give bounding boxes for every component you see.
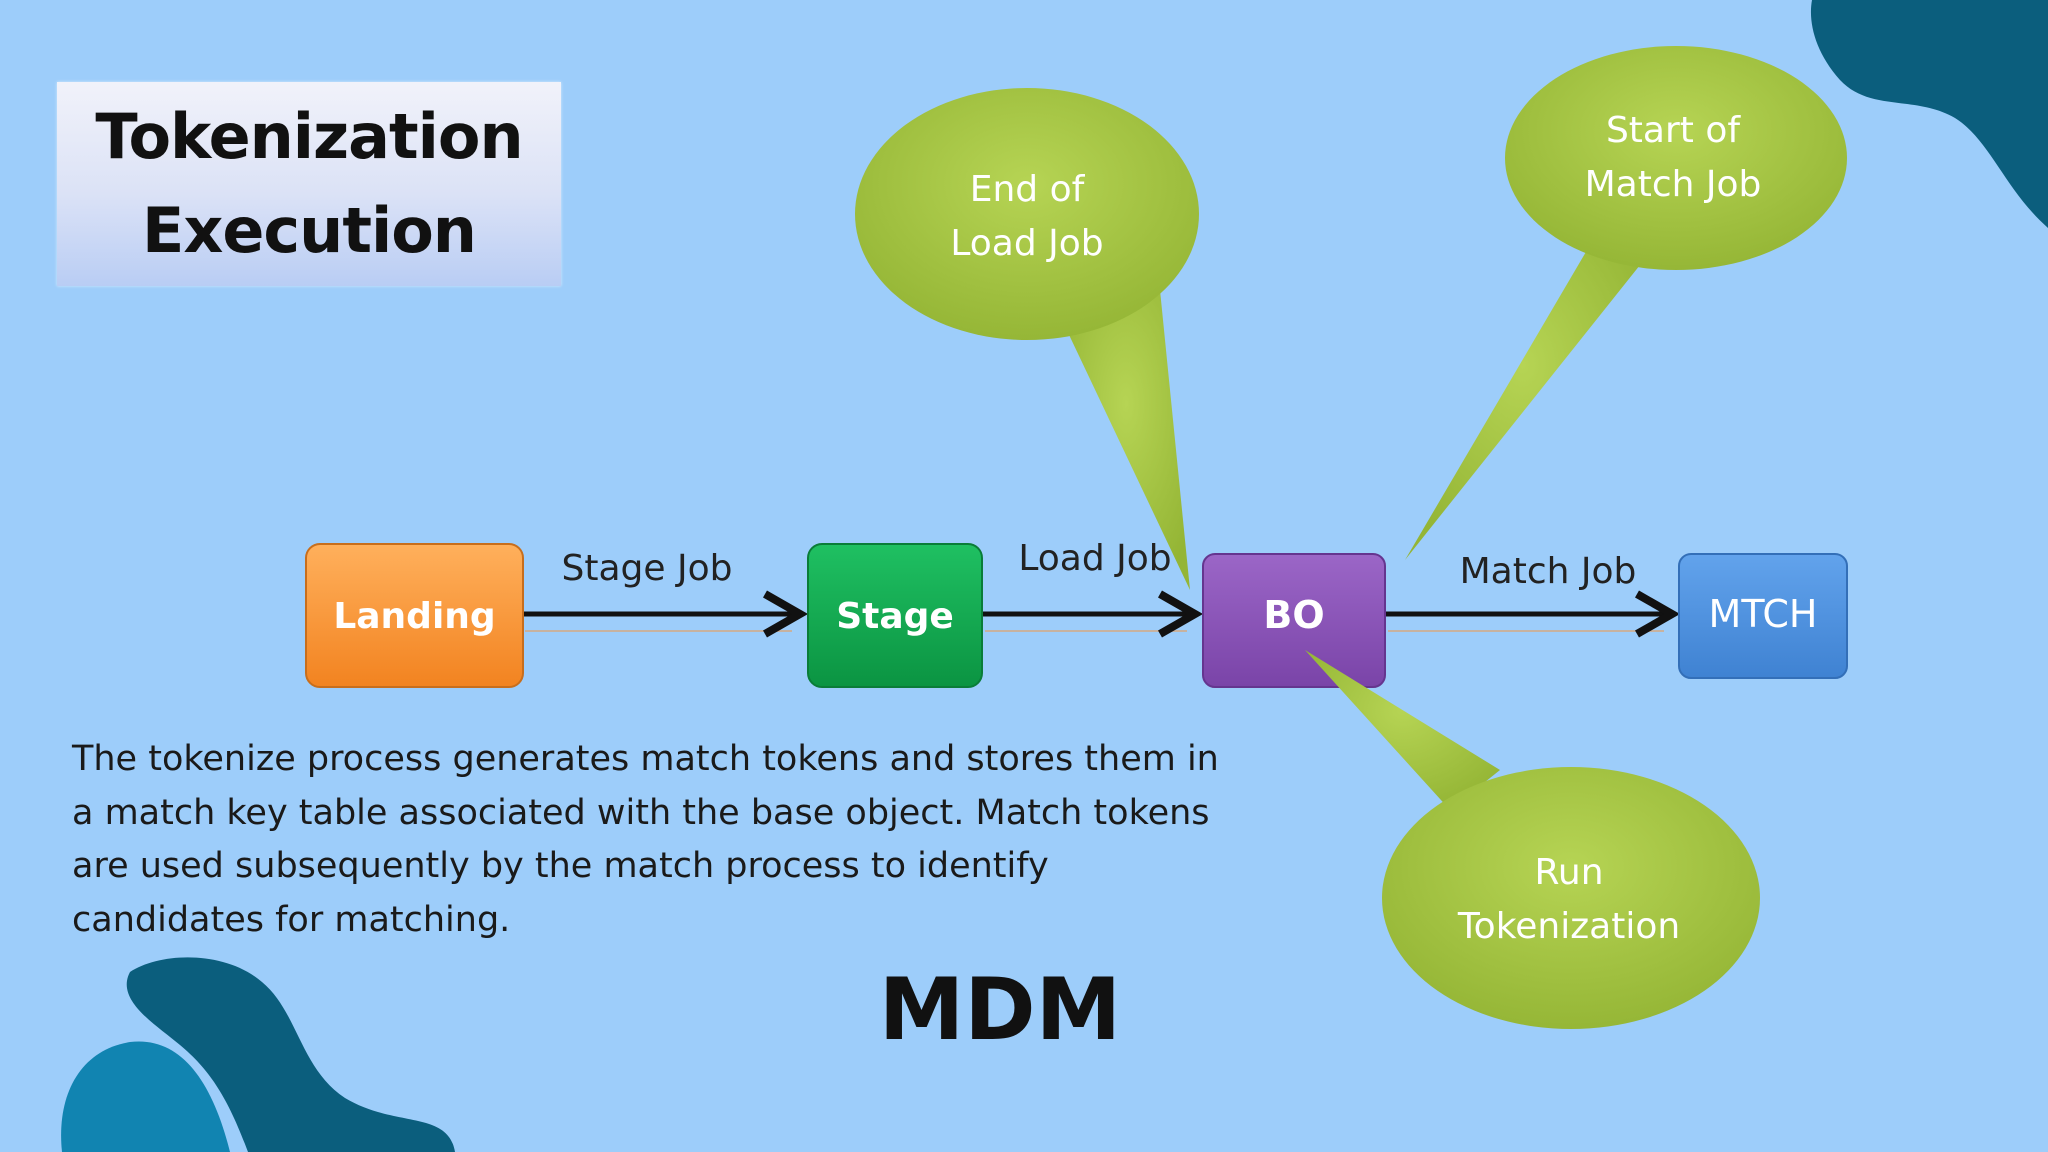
node-bo: BO: [1202, 553, 1386, 688]
node-bo-label: BO: [1263, 593, 1324, 637]
callout-start-of-match-job: Start of Match Job: [1405, 46, 1847, 560]
callout-end-of-load-line1: End of: [970, 169, 1086, 210]
node-stage: Stage: [807, 543, 983, 688]
title-line-1: Tokenization: [95, 100, 523, 173]
callout-run-tokenization-line2: Tokenization: [1457, 906, 1680, 947]
corner-blob-top-right: [1810, 0, 2048, 228]
node-landing: Landing: [305, 543, 524, 688]
callout-end-of-load-line2: Load Job: [950, 223, 1103, 264]
load-job-label: Load Job: [1018, 538, 1171, 579]
node-stage-label: Stage: [836, 596, 954, 637]
corner-blob-bottom-left-dark: [126, 957, 456, 1152]
title-box: Tokenization Execution: [57, 82, 561, 286]
title-line-2: Execution: [142, 194, 477, 267]
description-text: The tokenize process generates match tok…: [72, 739, 1219, 940]
callout-start-of-match-line2: Match Job: [1585, 164, 1762, 205]
node-landing-label: Landing: [333, 596, 495, 637]
callout-start-of-match-line1: Start of: [1606, 110, 1741, 151]
callout-run-tokenization-line1: Run: [1534, 852, 1603, 893]
stage-job-label: Stage Job: [562, 548, 733, 589]
node-mtch-label: MTCH: [1709, 592, 1818, 636]
callout-end-of-load-job: End of Load Job: [855, 88, 1199, 590]
brand-label: MDM: [878, 960, 1122, 1060]
corner-blob-bottom-left-light: [61, 1041, 230, 1152]
callout-run-tokenization: Run Tokenization: [1305, 650, 1760, 1029]
match-job-label: Match Job: [1460, 551, 1637, 592]
node-mtch: MTCH: [1678, 553, 1848, 679]
